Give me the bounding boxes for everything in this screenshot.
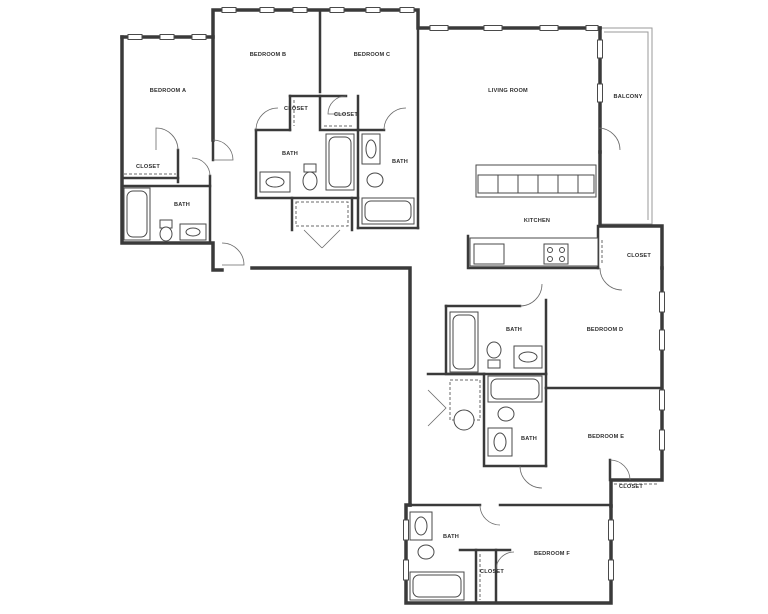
label-bedroom-b: BEDROOM B xyxy=(250,52,287,58)
label-bedroom-d: BEDROOM D xyxy=(587,327,624,333)
door-swings xyxy=(155,95,631,571)
closet-rods xyxy=(124,100,658,600)
windows xyxy=(127,7,665,581)
balcony-area xyxy=(600,27,653,225)
kitchen-fixtures xyxy=(469,164,599,267)
label-closet-b: CLOSET xyxy=(284,106,308,112)
label-bath-e: BATH xyxy=(521,436,537,442)
label-balcony: BALCONY xyxy=(613,94,642,100)
label-bath-b: BATH xyxy=(282,151,298,157)
label-kitchen: KITCHEN xyxy=(524,218,550,224)
label-bedroom-f: BEDROOM F xyxy=(534,551,570,557)
exterior-walls xyxy=(120,8,664,605)
label-closet-f: CLOSET xyxy=(480,569,504,575)
label-closet-kitchen: CLOSET xyxy=(627,253,651,259)
label-closet-e: CLOSET xyxy=(619,484,643,490)
label-closet-c: CLOSET xyxy=(334,112,358,118)
label-bedroom-e: BEDROOM E xyxy=(588,434,624,440)
label-bath-a: BATH xyxy=(174,202,190,208)
room-labels: BEDROOM A BEDROOM B BEDROOM C LIVING ROO… xyxy=(136,52,651,575)
label-bath-f: BATH xyxy=(443,534,459,540)
label-bedroom-c: BEDROOM C xyxy=(354,52,391,58)
label-bath-d: BATH xyxy=(506,327,522,333)
bath-fixtures xyxy=(123,133,543,601)
label-bath-c: BATH xyxy=(392,159,408,165)
label-living-room: LIVING ROOM xyxy=(488,88,528,94)
label-bedroom-a: BEDROOM A xyxy=(150,88,186,94)
interior-walls xyxy=(120,8,664,605)
label-closet-a: CLOSET xyxy=(136,164,160,170)
